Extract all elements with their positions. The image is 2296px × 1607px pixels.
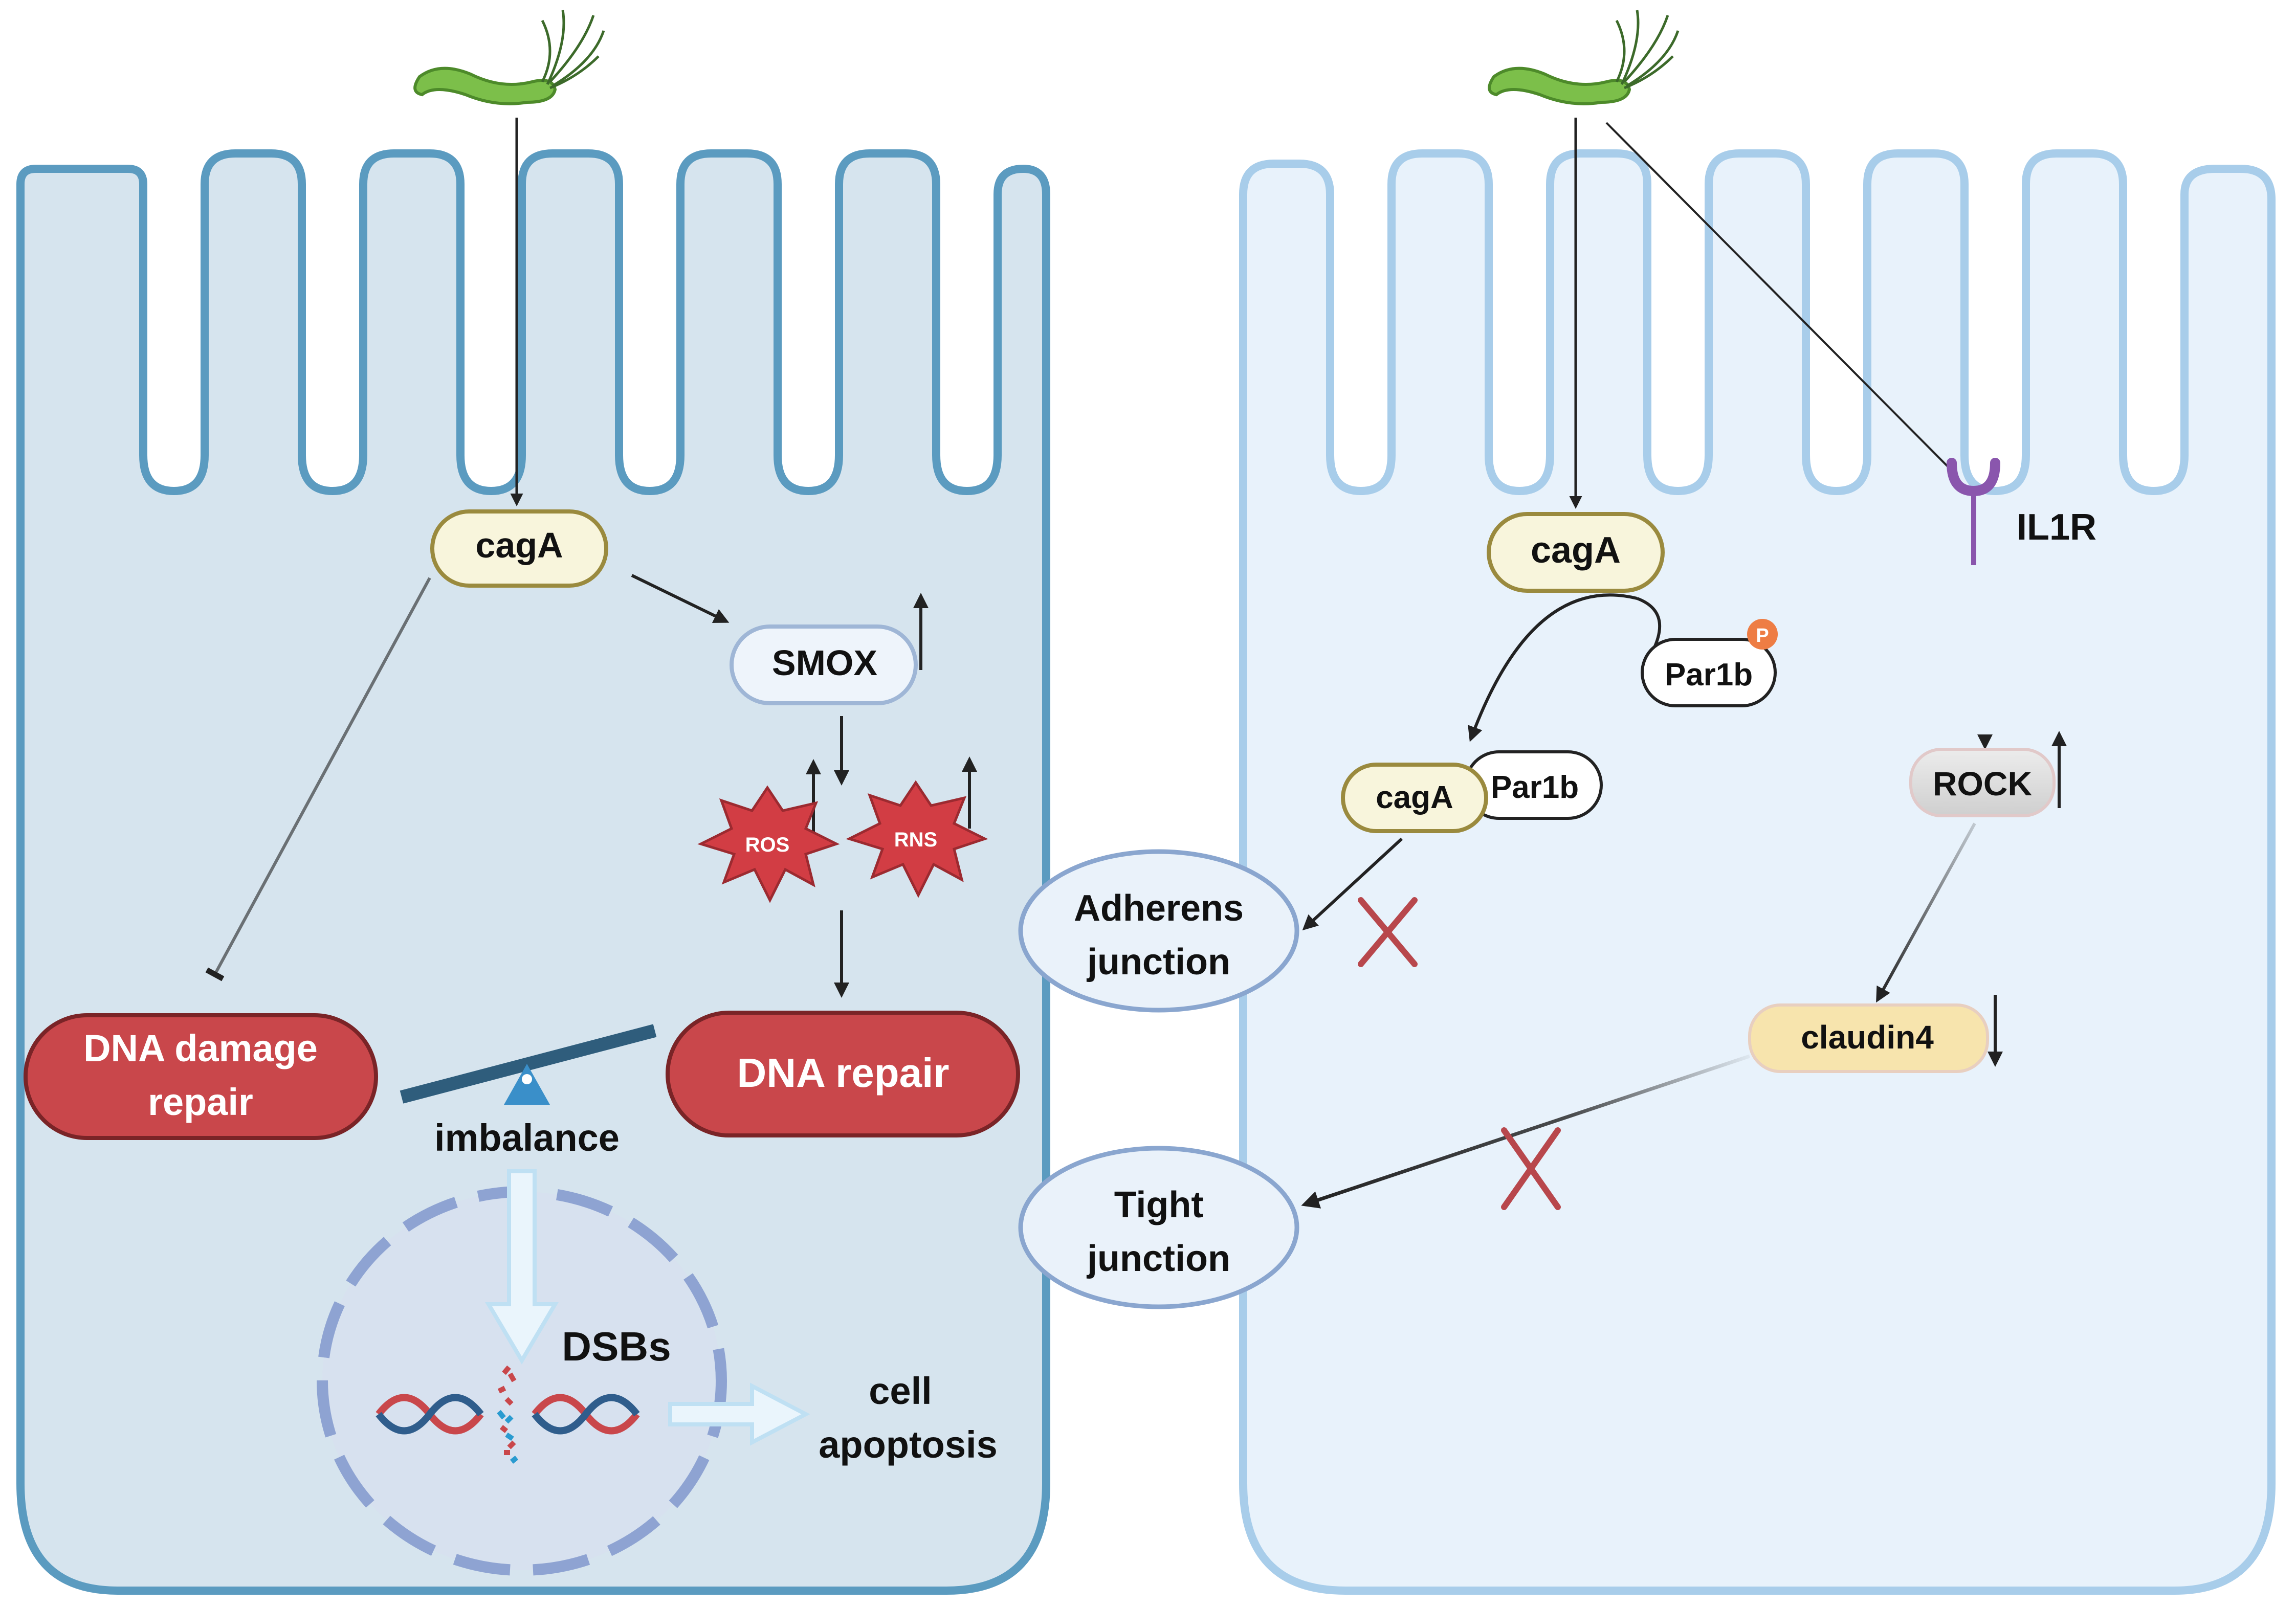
blocked-x-tight	[1501, 1127, 1561, 1210]
cell-apoptosis-label-line1: cell	[869, 1370, 932, 1412]
svg-text:junction: junction	[1086, 942, 1230, 983]
rock-node: ROCK	[1909, 748, 2056, 817]
svg-text:DNA repair: DNA repair	[737, 1050, 950, 1096]
dna-repair-node: DNA repair	[666, 1011, 1020, 1137]
phosphate-badge: P	[1747, 619, 1778, 650]
svg-text:P: P	[1756, 625, 1769, 646]
svg-text:cagA: cagA	[1376, 780, 1453, 815]
arrow-complex-to-adherens	[1302, 837, 1403, 931]
svg-text:cagA: cagA	[475, 525, 563, 565]
arrow-rock-to-claudin4	[1876, 822, 1976, 1003]
arrow-bacterium-to-il1r	[1605, 122, 1958, 477]
svg-text:RNS: RNS	[894, 829, 937, 851]
arrow-claudin4-to-tight-junction	[1301, 1054, 1751, 1209]
il1r-receptor	[1947, 458, 2000, 565]
arrow-imbalance-to-dsbs	[484, 1169, 559, 1365]
right-epithelial-cell	[1239, 149, 2276, 1595]
dsbs-label: DSBs	[562, 1324, 671, 1369]
smox-node: SMOX	[730, 624, 918, 705]
imbalance-seesaw	[400, 1024, 657, 1105]
svg-text:ROCK: ROCK	[1933, 765, 2033, 802]
svg-text:DNA damage: DNA damage	[83, 1027, 318, 1069]
cagA-node-right: cagA	[1487, 512, 1665, 593]
svg-text:Tight: Tight	[1114, 1185, 1204, 1225]
dna-double-strand-break	[376, 1365, 640, 1464]
svg-text:claudin4: claudin4	[1801, 1019, 1934, 1056]
dna-damage-repair-node: DNA damage repair	[24, 1013, 378, 1140]
cagA-node-left: cagA	[430, 509, 608, 588]
imbalance-label: imbalance	[434, 1117, 620, 1159]
blocked-x-adherens	[1358, 897, 1418, 967]
il1r-label: IL1R	[2017, 507, 2096, 548]
svg-text:cagA: cagA	[1531, 530, 1621, 571]
rns-star: RNS	[846, 780, 988, 898]
svg-text:Par1b: Par1b	[1665, 657, 1753, 693]
arrow-dsbs-to-apoptosis	[668, 1382, 810, 1446]
svg-text:SMOX: SMOX	[772, 643, 877, 683]
adherens-junction-node: Adherens junction	[1018, 849, 1299, 1013]
svg-text:repair: repair	[148, 1081, 253, 1123]
claudin4-node: claudin4	[1748, 1003, 1989, 1073]
svg-text:Par1b: Par1b	[1491, 770, 1579, 805]
helicobacter-bacterium-right	[1488, 10, 1680, 105]
cagA-par1b-complex: Par1b cagA	[1341, 750, 1603, 833]
cell-apoptosis-label-line2: apoptosis	[819, 1423, 997, 1466]
svg-text:ROS: ROS	[745, 834, 790, 856]
arrow-cagA-to-smox	[631, 574, 730, 623]
svg-text:junction: junction	[1086, 1238, 1230, 1279]
par1b-node: Par1b	[1641, 638, 1777, 707]
left-epithelial-cell	[16, 149, 1050, 1595]
helicobacter-bacterium-left	[413, 10, 605, 105]
tight-junction-node: Tight junction	[1018, 1146, 1299, 1309]
inhibit-cagA-to-dna-damage-repair	[205, 577, 431, 981]
svg-text:Adherens: Adherens	[1074, 888, 1244, 929]
ros-star: ROS	[697, 785, 840, 903]
